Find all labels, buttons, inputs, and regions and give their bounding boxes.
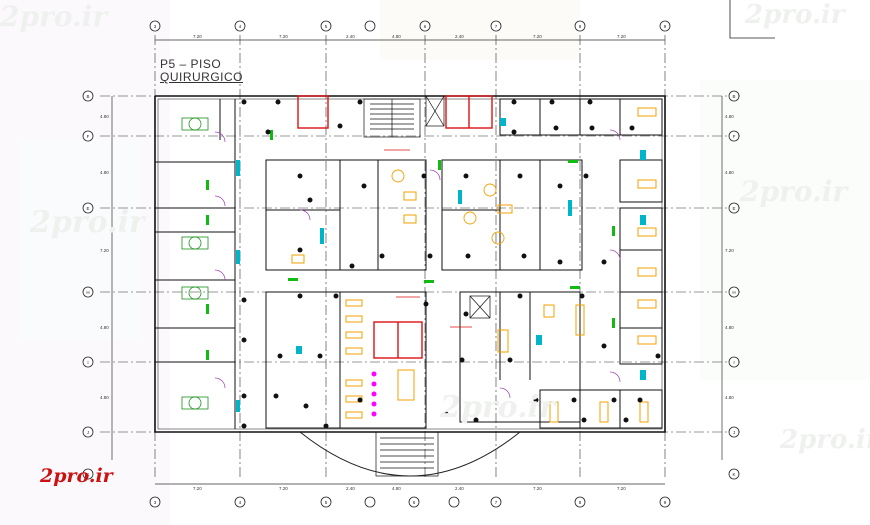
dim-bottom-1: 7.20 bbox=[193, 486, 202, 491]
axis-right-e: E bbox=[732, 206, 735, 211]
dim-bottom-5: 2.40 bbox=[455, 486, 464, 491]
dim-top-1: 7.20 bbox=[193, 34, 202, 39]
axis-bubbles bbox=[82, 20, 740, 508]
dim-left-2: 4.80 bbox=[100, 170, 109, 175]
site-logo[interactable]: 2pro.ir bbox=[40, 465, 113, 487]
axis-bottom-7: 7 bbox=[495, 500, 498, 505]
stair-bottom bbox=[375, 431, 439, 477]
axis-right-f: F bbox=[733, 134, 736, 139]
axis-bottom-6: 6 bbox=[413, 500, 416, 505]
axis-left-j: J bbox=[87, 430, 89, 435]
dimension-lines bbox=[111, 39, 723, 485]
corner-mark bbox=[729, 0, 775, 39]
axis-left-k: K bbox=[86, 472, 89, 477]
axis-right-i: I bbox=[733, 360, 734, 365]
axis-bubble-labels: 3 4 5 6 7 8 9 3 4 5 6 7 8 9 B F E H I J … bbox=[86, 24, 735, 505]
axis-top-5: 5 bbox=[325, 24, 328, 29]
dim-bottom-6: 7.20 bbox=[533, 486, 542, 491]
dim-top-2: 7.20 bbox=[279, 34, 288, 39]
axis-left-f: F bbox=[87, 134, 90, 139]
dim-right-4: 4.80 bbox=[725, 325, 734, 330]
fixture-dots bbox=[241, 99, 661, 429]
axis-bottom-9: 9 bbox=[664, 500, 667, 505]
axis-bottom-5: 5 bbox=[325, 500, 328, 505]
axis-right-h: H bbox=[732, 290, 735, 295]
furniture bbox=[291, 107, 657, 423]
outer-walls bbox=[154, 95, 666, 433]
dim-top-7: 7.20 bbox=[617, 34, 626, 39]
axis-left-h: H bbox=[86, 290, 89, 295]
left-rooms bbox=[155, 99, 236, 429]
red-tags bbox=[384, 149, 472, 328]
dim-right-5: 4.80 bbox=[725, 395, 734, 400]
elevator-shafts bbox=[425, 95, 491, 319]
dim-left-3: 7.20 bbox=[100, 248, 109, 253]
elevators bbox=[297, 95, 493, 359]
magenta-markers bbox=[371, 371, 377, 417]
dim-top-6: 7.20 bbox=[533, 34, 542, 39]
stair-top bbox=[363, 98, 421, 138]
plan-title-line1: P5 – PISO bbox=[160, 57, 222, 71]
side-dimension-texts: 4.80 4.80 7.20 4.80 4.80 4.80 4.80 7.20 … bbox=[100, 114, 734, 400]
axis-bottom-8: 8 bbox=[579, 500, 582, 505]
top-dimension-texts: 7.20 7.20 2.40 4.80 2.40 7.20 7.20 bbox=[193, 34, 626, 39]
meeting-tables bbox=[391, 169, 505, 245]
curved-wall bbox=[299, 431, 521, 477]
axis-left-i: I bbox=[87, 360, 88, 365]
axis-bottom-4: 4 bbox=[239, 500, 242, 505]
dim-right-1: 4.80 bbox=[725, 114, 734, 119]
dim-right-3: 7.20 bbox=[725, 248, 734, 253]
dim-left-4: 4.80 bbox=[100, 325, 109, 330]
axis-top-9: 9 bbox=[664, 24, 667, 29]
door-swings bbox=[214, 129, 621, 399]
bottom-dimension-texts: 7.20 7.20 2.40 4.80 2.40 7.20 7.20 bbox=[193, 486, 626, 491]
axis-top-6: 6 bbox=[424, 24, 427, 29]
axis-right-b: B bbox=[732, 94, 735, 99]
axis-bottom-3: 3 bbox=[154, 500, 157, 505]
axis-top-7: 7 bbox=[495, 24, 498, 29]
axis-left-b: B bbox=[86, 94, 89, 99]
axis-right-j: J bbox=[733, 430, 735, 435]
axis-left-e: E bbox=[86, 206, 89, 211]
dim-bottom-4: 4.80 bbox=[392, 486, 401, 491]
left-room-beds bbox=[181, 117, 209, 410]
axis-top-8: 8 bbox=[579, 24, 582, 29]
dim-bottom-7: 7.20 bbox=[617, 486, 626, 491]
dim-left-1: 4.80 bbox=[100, 114, 109, 119]
core-walls bbox=[265, 98, 663, 429]
dim-top-5: 2.40 bbox=[455, 34, 464, 39]
dim-top-3: 2.40 bbox=[346, 34, 355, 39]
dim-top-4: 4.80 bbox=[392, 34, 401, 39]
dim-right-2: 4.80 bbox=[725, 170, 734, 175]
plan-title-line2: QUIRURGICO bbox=[160, 70, 243, 84]
cyan-fixtures bbox=[236, 118, 646, 412]
dim-bottom-2: 7.20 bbox=[279, 486, 288, 491]
dim-bottom-3: 2.40 bbox=[346, 486, 355, 491]
door-markers bbox=[206, 130, 615, 360]
axis-right-k: K bbox=[732, 472, 735, 477]
axis-top-3: 3 bbox=[154, 24, 157, 29]
axis-top-4: 4 bbox=[239, 24, 242, 29]
dim-left-5: 4.80 bbox=[100, 395, 109, 400]
